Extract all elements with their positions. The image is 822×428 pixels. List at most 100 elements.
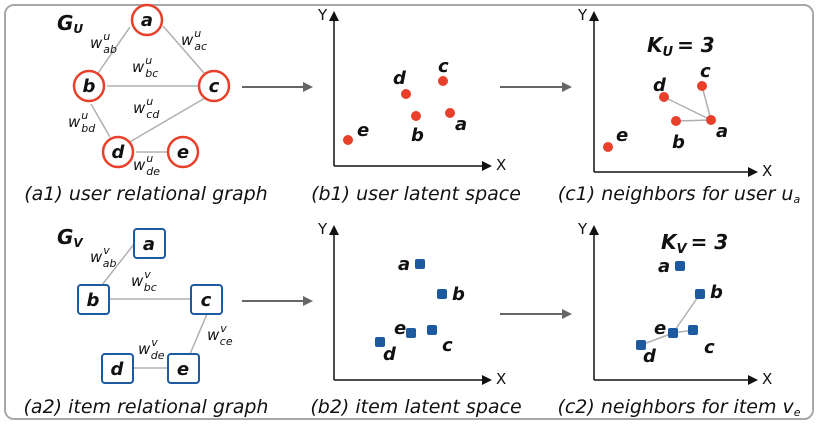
user-edge-ac [162,25,205,74]
user-neighbors-k: KU= 3 [647,33,715,60]
user-node-e-label: e [177,142,189,163]
item-neighbors-label-b: b [710,282,723,303]
item-neighbors-k: KV= 3 [661,230,728,257]
user-node-a [130,3,164,37]
item-edge-ce [189,313,208,355]
user-neighbors-label-c: c [700,61,711,82]
user-edge-ab [97,26,131,74]
user-neighbors: Y X KU= 3 a b c d e (c1) neighbors for u… [558,6,801,206]
item-neighbors-y-label: Y [577,220,588,238]
figure-frame [4,4,814,420]
user-latent-caption: (b1) user latent space [311,183,521,205]
user-neighbors-point-c [697,81,707,91]
item-neighbors-point-b [695,289,705,299]
user-neighbors-label-e: e [616,125,628,146]
user-neighbors-caption: (c1) neighbors for user ua [558,183,801,206]
user-graph-caption: (a1) user relational graph [24,183,267,205]
item-latent-point-d [375,337,385,347]
item-node-d [101,353,134,384]
item-neighbors-label-d: d [643,346,657,367]
item-node-a [133,228,166,259]
user-latent-point-d [401,89,411,99]
item-neighbor-edge-eb [672,293,701,334]
item-latent-caption: (b2) item latent space [310,396,521,418]
item-neighbors-point-c [688,325,698,335]
item-node-e [167,353,200,384]
user-latent-space: Y X a b c d e (b1) user latent space [311,6,521,205]
user-neighbor-edge-ac [701,85,712,121]
user-latent-point-b [411,111,421,121]
item-neighbor-edge-ed [640,332,674,346]
item-neighbors-x-label: X [762,370,772,388]
item-latent-label-b: b [452,284,465,305]
user-neighbor-edge-ad [663,96,712,121]
item-node-b [77,284,110,315]
item-graph-title: GV [57,225,84,250]
user-neighbor-edge-ab [675,119,712,122]
user-latent-label-c: c [438,56,449,77]
user-node-d [101,135,135,169]
item-latent-label-a: a [398,254,410,275]
item-latent-point-c [427,325,437,335]
user-neighbors-label-b: b [672,132,685,153]
item-graph-caption: (a2) item relational graph [24,396,269,418]
item-latent-y-label: Y [317,220,328,238]
user-node-a-label: a [141,10,153,31]
user-latent-label-e: e [357,120,369,141]
user-latent-x-label: X [496,156,506,174]
item-latent-point-e [406,328,416,338]
item-neighbors-caption: (c2) neighbors for item ve [557,396,800,419]
item-neighbors: Y X KV= 3 a b c d e (c2) neighbors for i… [557,220,800,419]
item-edge-ab [101,243,135,286]
item-latent-x-label: X [496,370,506,388]
item-neighbors-label-c: c [704,337,715,358]
user-latent-point-a [445,108,455,118]
user-neighbors-point-b [671,116,681,126]
user-neighbors-label-d: d [653,75,667,96]
user-node-c-label: c [209,76,220,97]
user-edge-bd [90,103,111,138]
user-neighbors-y-label: Y [577,6,588,24]
item-latent-label-c: c [442,335,453,356]
user-latent-label-a: a [455,114,467,135]
user-neighbors-label-a: a [716,121,728,142]
item-node-e-label: e [177,359,189,380]
item-latent-label-e: e [394,318,406,339]
user-latent-label-b: b [411,125,424,146]
user-neighbors-x-label: X [762,162,772,180]
user-graph-title: GU [57,11,83,36]
user-node-b [72,69,106,103]
item-node-d-label: d [111,359,125,380]
item-node-a-label: a [143,234,155,255]
user-neighbors-point-a [706,115,716,125]
item-node-c [190,284,223,315]
user-neighbors-point-d [659,92,669,102]
user-latent-point-e [343,135,353,145]
item-neighbors-point-e [668,328,678,338]
item-neighbors-label-e: e [654,318,666,339]
item-node-b-label: b [87,290,100,311]
item-latent-label-d: d [383,344,397,365]
user-latent-y-label: Y [317,6,328,24]
user-edge-cd [127,97,206,144]
item-node-c-label: c [201,290,212,311]
user-neighbors-point-e [603,142,613,152]
item-neighbors-label-a: a [658,256,670,277]
item-latent-point-a [415,259,425,269]
user-latent-label-d: d [393,68,407,89]
user-latent-point-c [438,76,448,86]
item-neighbors-point-d [636,340,646,350]
